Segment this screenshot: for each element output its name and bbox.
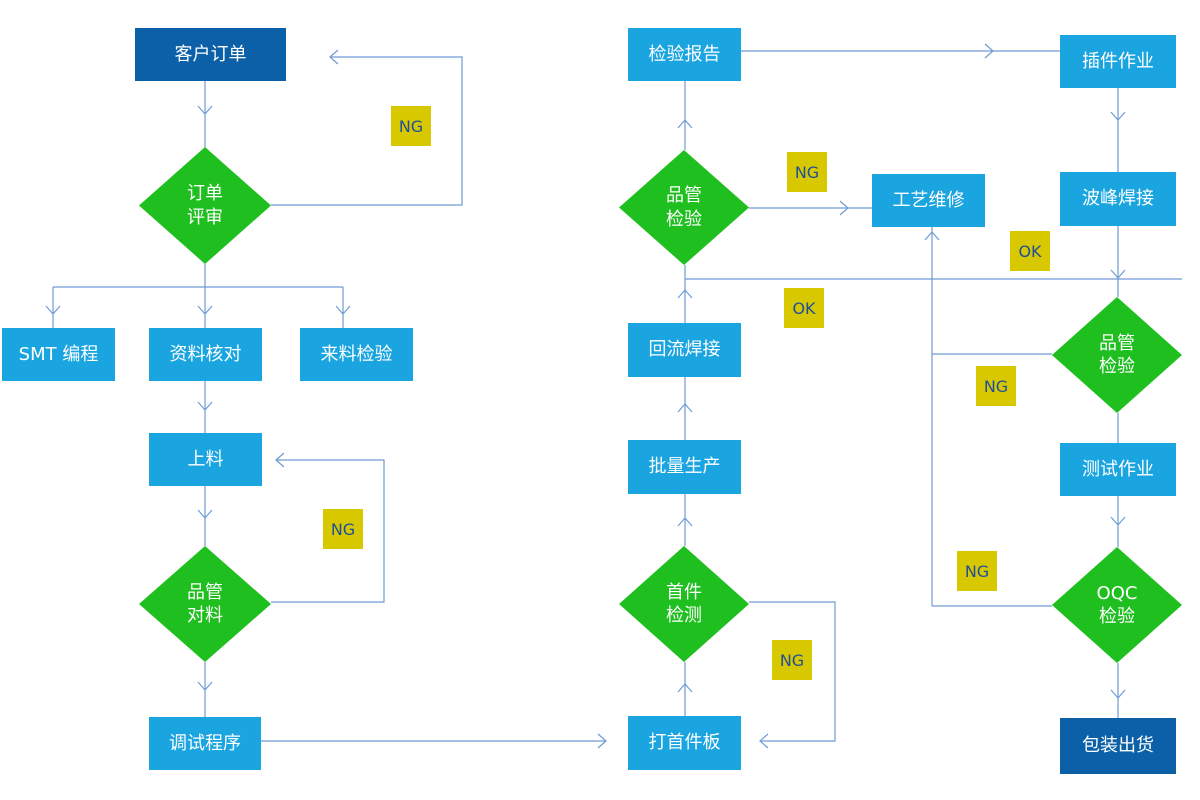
arrowhead-left-materialcheck-ng (275, 452, 285, 468)
arrowhead-right-repair (839, 200, 849, 216)
node-loading: 上料 (149, 433, 262, 486)
tag-ng-material-check: NG (323, 509, 363, 549)
arrowhead-down-datacheck (197, 305, 213, 315)
arrowhead-down-oqc (1110, 516, 1126, 526)
arrowhead-down-smt (45, 305, 61, 315)
arrowhead-left-review-ng (329, 49, 339, 65)
connector-materialcheck-ng-loop (271, 459, 385, 603)
node-data-check: 资料核对 (149, 328, 262, 381)
node-label: 资料核对 (169, 343, 242, 365)
arrowhead-right-firstboard (597, 733, 607, 749)
node-label: OQC 检验 (1096, 582, 1138, 627)
node-label: 波峰焊接 (1082, 188, 1154, 210)
node-label: 批量生产 (648, 456, 721, 478)
tag-ng-oqc: NG (957, 551, 997, 591)
node-reflow-soldering: 回流焊接 (628, 323, 741, 377)
arrowhead-down-packing (1110, 689, 1126, 699)
node-label: 来料检验 (320, 343, 393, 365)
node-insertion-work: 插件作业 (1060, 35, 1176, 88)
node-label: 包装出货 (1082, 735, 1154, 757)
tag-ng-order-review: NG (391, 106, 431, 146)
connector-review-ng-loop (271, 56, 463, 206)
arrowhead-down-wave (1110, 111, 1126, 121)
arrowhead-up-reflow (677, 403, 693, 413)
node-label: 品管 对料 (187, 581, 223, 626)
arrowhead-down-debug (197, 681, 213, 691)
node-test-work: 测试作业 (1060, 443, 1176, 496)
connector-firstcheck-ng-loop (749, 601, 836, 742)
node-label: 测试作业 (1082, 458, 1154, 480)
node-label: 客户订单 (174, 43, 247, 65)
arrowhead-up-repair (924, 231, 940, 241)
node-incoming-inspection: 来料检验 (300, 328, 413, 381)
arrowhead-right-insertion (984, 43, 994, 59)
tag-ng-qc-inspection-2: NG (976, 366, 1016, 406)
node-debug-program: 调试程序 (149, 717, 261, 770)
tag-ok-reflow: OK (784, 288, 824, 328)
node-label: 插件作业 (1082, 50, 1154, 72)
arrowhead-up-report (677, 119, 693, 129)
tag-ng-qc-inspection-1: NG (787, 152, 827, 192)
node-mass-production: 批量生产 (628, 440, 741, 494)
arrowhead-up-qc1 (677, 289, 693, 299)
node-process-repair: 工艺维修 (872, 174, 985, 227)
node-inspection-report: 检验报告 (628, 28, 741, 81)
tag-ok-wave: OK (1010, 231, 1050, 271)
node-label: 品管 检验 (1099, 332, 1135, 377)
node-customer-order: 客户订单 (135, 28, 286, 81)
node-label: 工艺维修 (892, 189, 965, 211)
arrowhead-up-mass (677, 517, 693, 527)
node-label: 打首件板 (648, 732, 721, 754)
arrowhead-down-order (197, 105, 213, 115)
node-wave-soldering: 波峰焊接 (1060, 172, 1176, 226)
arrowhead-down-loading (197, 401, 213, 411)
tag-ng-first-article: NG (772, 640, 812, 680)
arrowhead-left-firstcheck-ng (759, 733, 769, 749)
node-label: 调试程序 (169, 732, 241, 754)
arrowhead-down-materialcheck (197, 509, 213, 519)
node-smt-programming: SMT 编程 (2, 328, 115, 381)
node-label: 检验报告 (648, 43, 721, 65)
node-label: 上料 (187, 448, 224, 470)
arrowhead-up-firstcheck (677, 683, 693, 693)
node-label: 首件 检测 (666, 581, 702, 626)
node-packing-shipping: 包装出货 (1060, 718, 1176, 774)
node-label: 回流焊接 (648, 339, 721, 361)
arrowhead-down-qc2 (1110, 269, 1126, 279)
arrowhead-down-incoming (335, 305, 351, 315)
node-label: SMT 编程 (18, 343, 99, 365)
node-first-board: 打首件板 (628, 716, 741, 770)
node-label: 品管 检验 (666, 185, 702, 230)
node-label: 订单 评审 (187, 183, 223, 228)
